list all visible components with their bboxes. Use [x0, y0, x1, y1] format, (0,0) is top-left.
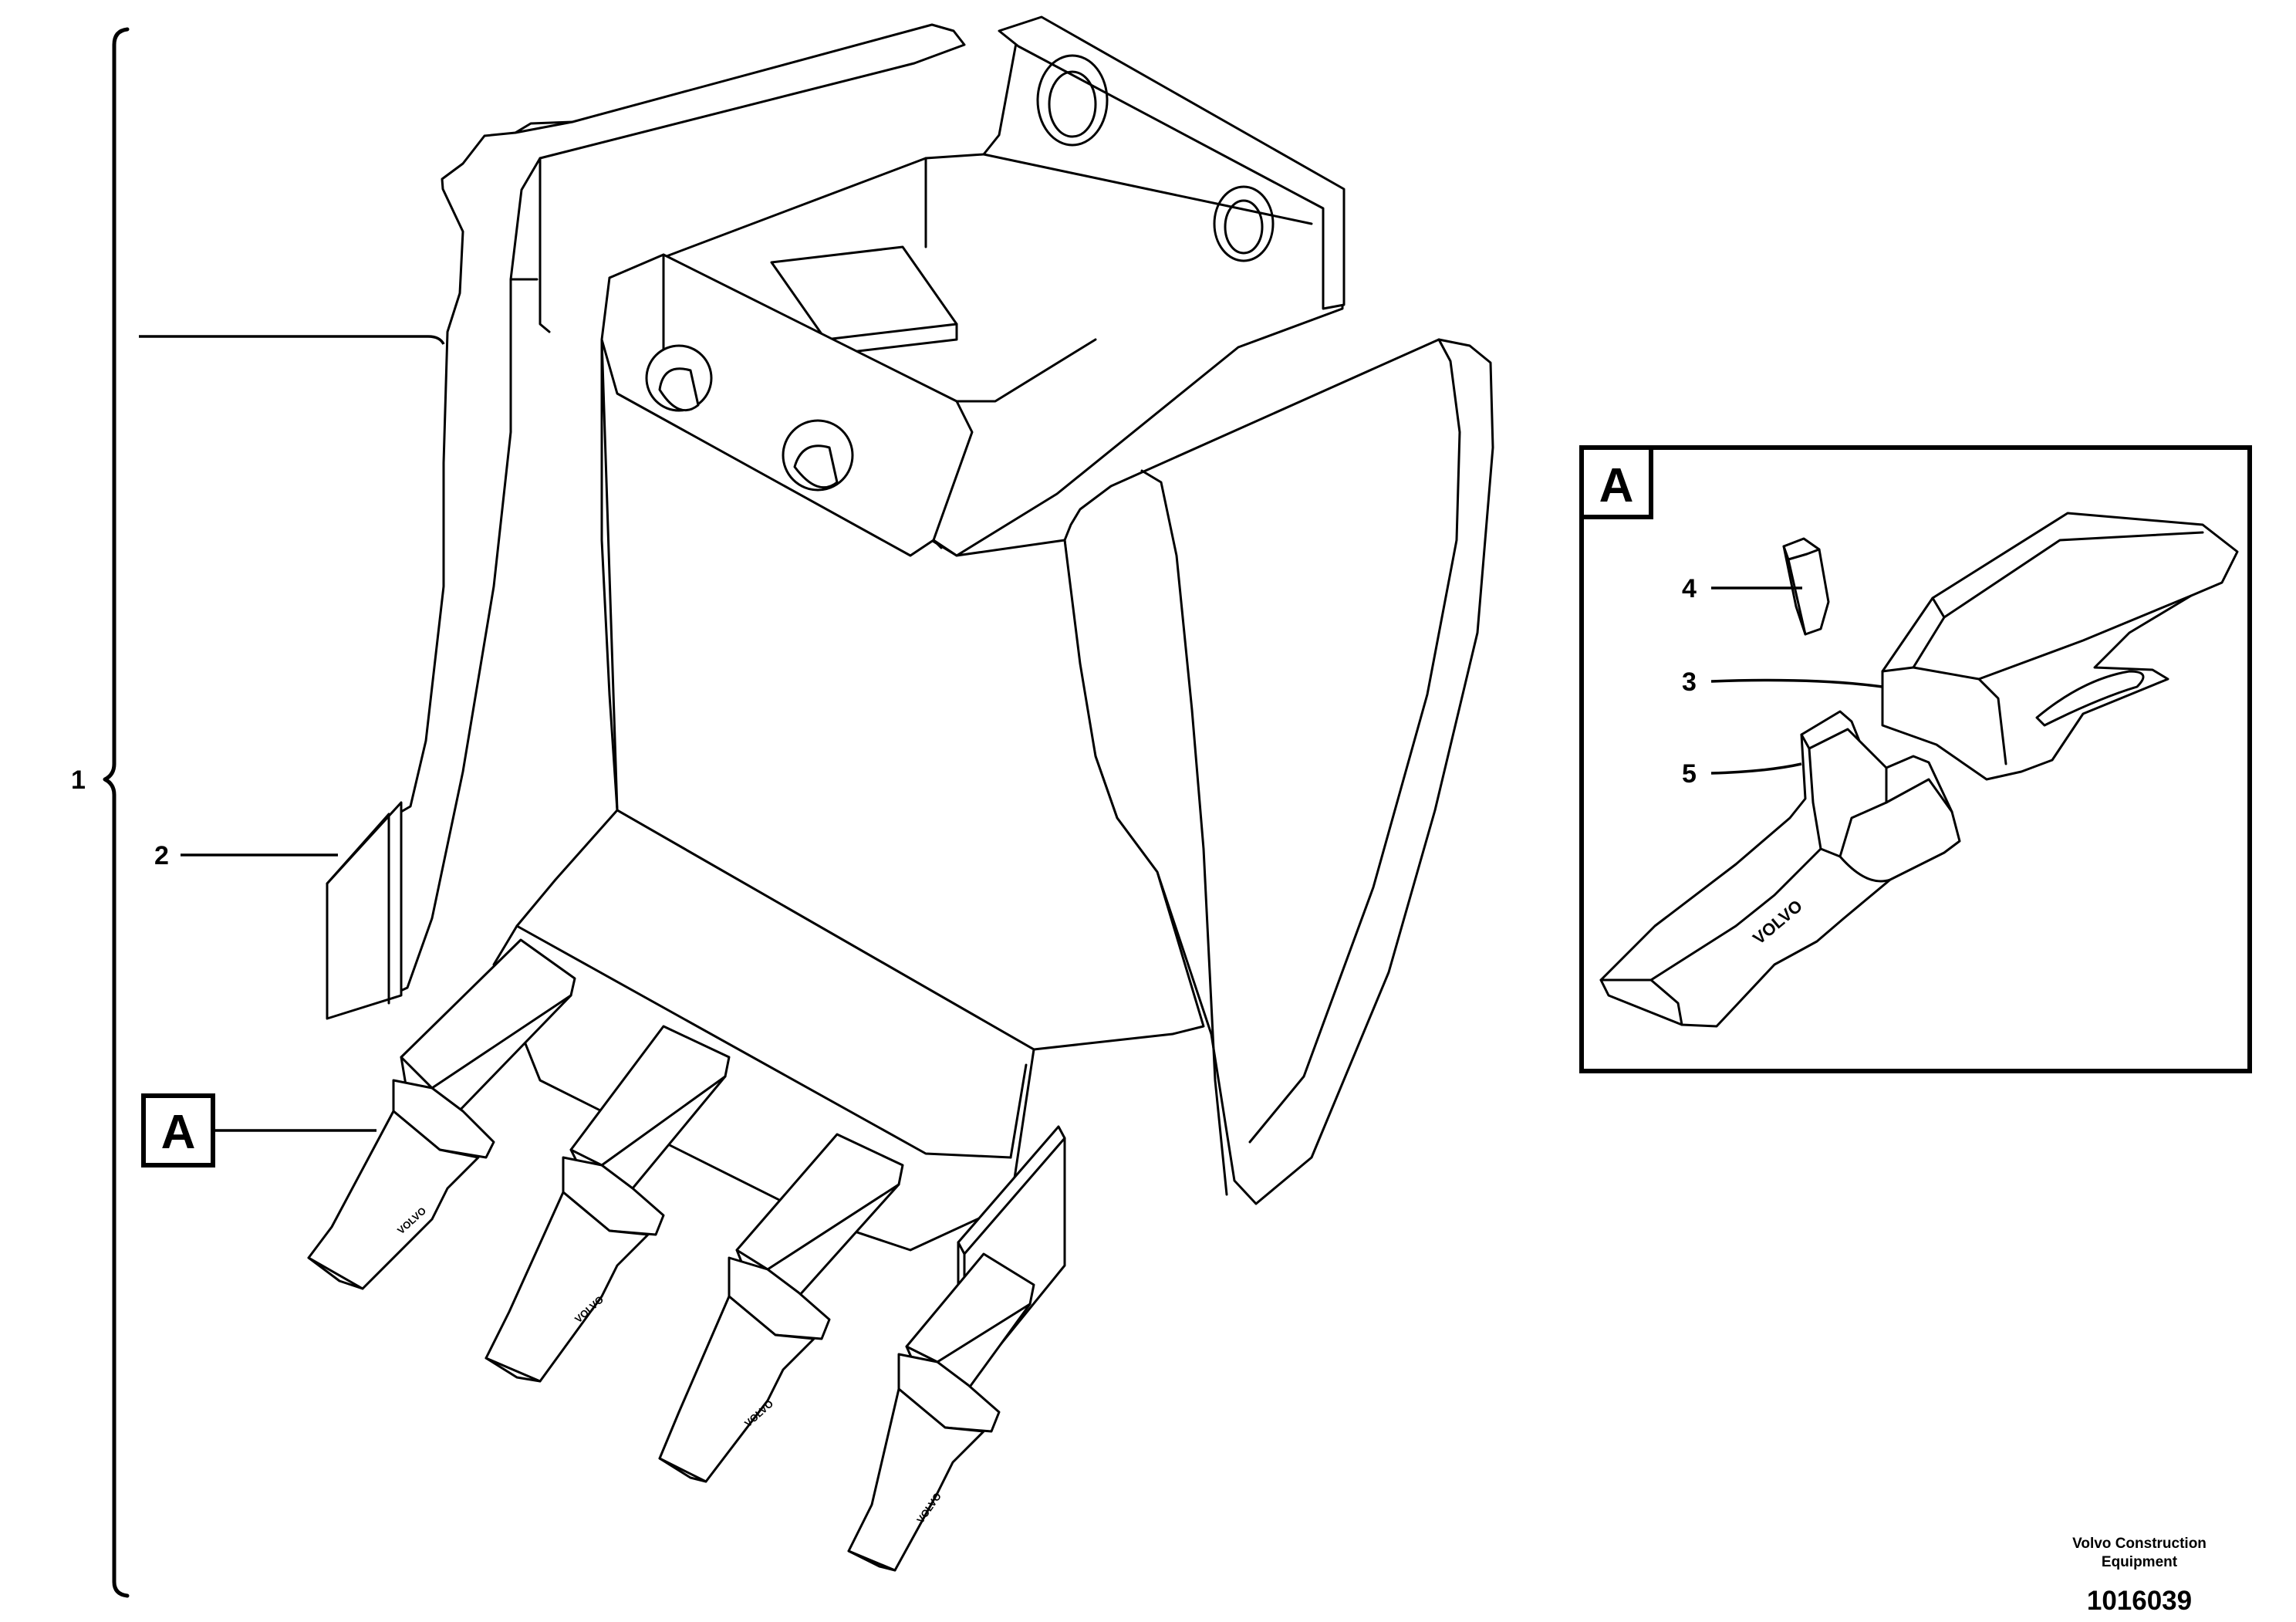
tooth-4: VOLVO — [847, 1252, 1035, 1572]
drawing-number: 1016039 — [2087, 1586, 2192, 1616]
callout-4: 4 — [1682, 574, 1697, 603]
leader-item-5 — [1710, 762, 1802, 775]
hitch-ear-right — [998, 15, 1346, 310]
tooth-3: VOLVO — [658, 1133, 904, 1483]
left-side-plate — [389, 23, 966, 997]
side-cutter-left — [326, 801, 403, 1020]
tooth-point — [1881, 512, 2239, 781]
callout-5: 5 — [1682, 759, 1697, 789]
company-name-line1: Volvo Construction — [2072, 1536, 2207, 1552]
retainer-pin — [1782, 537, 1830, 636]
view-ref-label: A — [161, 1106, 196, 1159]
tooth-1: VOLVO — [307, 938, 576, 1290]
leader-item-1 — [139, 335, 445, 345]
bucket-body — [389, 15, 1494, 1252]
company-name-line2: Equipment — [2102, 1554, 2178, 1570]
right-side-plate — [1063, 338, 1494, 1205]
callout-1: 1 — [71, 765, 86, 795]
detail-view-label: A — [1599, 459, 1634, 512]
callout-2: 2 — [154, 841, 169, 870]
view-ref-marker — [141, 1093, 376, 1168]
bucket-floor — [492, 809, 1035, 1252]
leader-item-3 — [1710, 678, 1883, 688]
bucket-back-wall — [600, 338, 1205, 1051]
callout-3: 3 — [1682, 667, 1697, 697]
adapter: VOLVO — [1599, 710, 1961, 1028]
assembly-brace — [103, 27, 130, 1598]
